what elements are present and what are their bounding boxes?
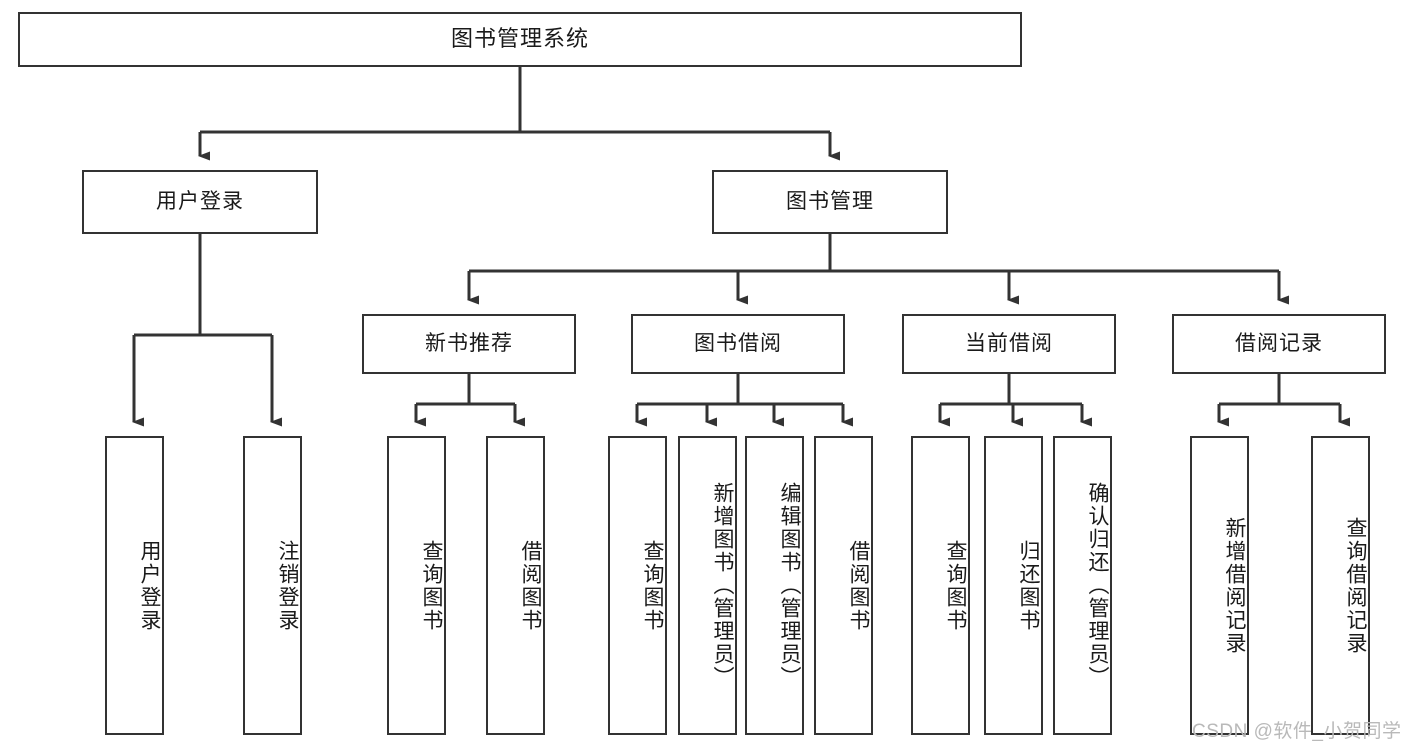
node-leaf-query-borrow-record-label: 查询借阅记录 (1344, 516, 1367, 655)
node-new-book-recommend[interactable]: 新书推荐 (362, 314, 576, 374)
node-leaf-query-book-1-label: 查询图书 (420, 539, 443, 632)
node-leaf-borrow-book-2[interactable]: 借阅图书 (814, 436, 873, 735)
node-leaf-user-login[interactable]: 用户登录 (105, 436, 164, 735)
node-leaf-query-book-3-label: 查询图书 (944, 539, 967, 632)
node-leaf-return-book-label: 归还图书 (1017, 539, 1040, 632)
node-leaf-user-logout[interactable]: 注销登录 (243, 436, 302, 735)
node-leaf-add-book-admin[interactable]: 新增图书（管理员） (678, 436, 737, 735)
node-leaf-user-login-label: 用户登录 (138, 539, 161, 632)
node-new-book-recommend-label: 新书推荐 (425, 332, 513, 356)
node-leaf-borrow-book-1-label: 借阅图书 (519, 539, 542, 632)
node-user-login[interactable]: 用户登录 (82, 170, 318, 234)
node-leaf-query-book-2-label: 查询图书 (641, 539, 664, 632)
node-leaf-return-book[interactable]: 归还图书 (984, 436, 1043, 735)
node-user-login-label: 用户登录 (156, 190, 244, 214)
node-leaf-edit-book-admin[interactable]: 编辑图书（管理员） (745, 436, 804, 735)
node-leaf-query-book-1[interactable]: 查询图书 (387, 436, 446, 735)
node-leaf-confirm-return-admin-label: 确认归还（管理员） (1086, 482, 1109, 689)
node-book-borrow-label: 图书借阅 (694, 332, 782, 356)
node-leaf-user-logout-label: 注销登录 (276, 539, 299, 632)
node-leaf-query-borrow-record[interactable]: 查询借阅记录 (1311, 436, 1370, 735)
node-leaf-confirm-return-admin[interactable]: 确认归还（管理员） (1053, 436, 1112, 735)
node-current-borrow[interactable]: 当前借阅 (902, 314, 1116, 374)
node-leaf-query-book-3[interactable]: 查询图书 (911, 436, 970, 735)
node-leaf-edit-book-admin-label: 编辑图书（管理员） (778, 482, 801, 689)
node-leaf-add-book-admin-label: 新增图书（管理员） (711, 482, 734, 689)
watermark: CSDN @软件_小贺同学 (1192, 721, 1402, 742)
node-leaf-add-borrow-record[interactable]: 新增借阅记录 (1190, 436, 1249, 735)
node-book-manage[interactable]: 图书管理 (712, 170, 948, 234)
node-book-borrow[interactable]: 图书借阅 (631, 314, 845, 374)
node-leaf-borrow-book-2-label: 借阅图书 (847, 539, 870, 632)
node-book-manage-label: 图书管理 (786, 190, 874, 214)
node-leaf-add-borrow-record-label: 新增借阅记录 (1223, 516, 1246, 655)
node-borrow-record[interactable]: 借阅记录 (1172, 314, 1386, 374)
node-leaf-query-book-2[interactable]: 查询图书 (608, 436, 667, 735)
node-root[interactable]: 图书管理系统 (18, 12, 1022, 67)
node-current-borrow-label: 当前借阅 (965, 332, 1053, 356)
node-borrow-record-label: 借阅记录 (1235, 332, 1323, 356)
node-root-label: 图书管理系统 (450, 26, 589, 52)
node-leaf-borrow-book-1[interactable]: 借阅图书 (486, 436, 545, 735)
